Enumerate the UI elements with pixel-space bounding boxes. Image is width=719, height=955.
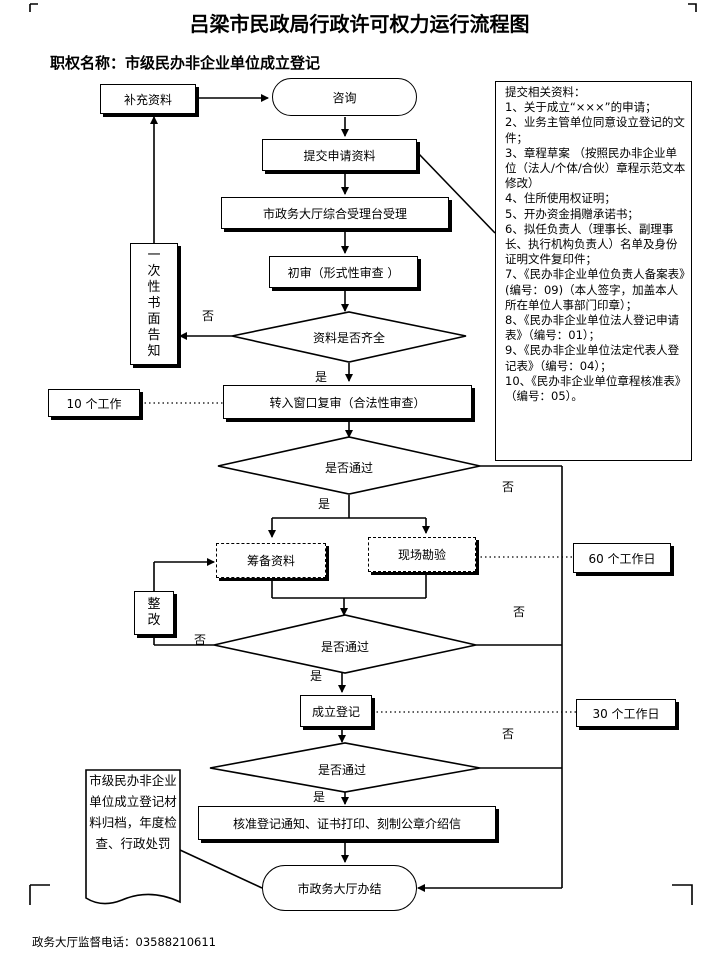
materials-list-item: 2、业务主管单位同意设立登记的文件； — [505, 115, 685, 145]
prep-materials-box: 筹备资料 — [216, 543, 326, 578]
materials-list-item: 7、《民办非企业单位负责人备案表》(编号：09)（本人签字，加盖本人所在单位人事… — [505, 267, 685, 312]
materials-list-item: 1、关于成立“×××”的申请； — [505, 100, 657, 115]
approval-box: 核准登记通知、证书打印、刻制公章介绍信 — [198, 806, 496, 840]
diamond-pass2 — [213, 614, 477, 674]
label-no-pass3: 否 — [502, 727, 515, 741]
pass3-label: 是否通过 — [317, 763, 366, 777]
submit-box: 提交申请资料 — [262, 139, 417, 171]
preliminary-box: 初审（形式性审查 ） — [269, 256, 418, 288]
consult-node: 咨询 — [272, 78, 417, 116]
label-yes-pass2: 是 — [310, 669, 323, 683]
archive-note-text: 市级民办非企业单位成立登记材料归档，年度检查、行政处罚 — [89, 773, 177, 851]
supplement-box: 补充资料 — [100, 84, 196, 114]
pass1-label: 是否通过 — [324, 461, 373, 475]
window-review-box: 转入窗口复审（合法性审查） — [223, 385, 472, 419]
corner-mark — [29, 884, 50, 905]
archive-note-shape — [85, 769, 181, 905]
diamond-pass1 — [217, 436, 481, 495]
corner-mark — [672, 884, 693, 905]
materials-list-item: 8、《民办非企业单位法人登记申请表》（编号：01）； — [505, 313, 680, 343]
label-no-materials: 否 — [202, 309, 215, 323]
materials-complete-label: 资料是否齐全 — [312, 331, 385, 345]
rectify-box: 整改 — [134, 591, 174, 635]
materials-list-box: 提交相关资料： 1、关于成立“×××”的申请； 2、业务主管单位同意设立登记的文… — [495, 81, 692, 461]
page-subtitle: 职权名称：市级民办非企业单位成立登记 — [50, 54, 321, 72]
label-no-pass2-right: 否 — [513, 605, 526, 619]
materials-list-item: 10、《民办非企业单位章程核准表》（编号：05）。 — [505, 373, 687, 404]
label-no-pass1: 否 — [502, 480, 515, 494]
label-no-pass2-left: 否 — [194, 633, 207, 647]
one-time-notice-box: 一次性书面告知 — [130, 243, 178, 365]
rectify-label: 整改 — [147, 597, 161, 628]
site-inspection-box: 现场勘验 — [368, 537, 476, 572]
label-yes-pass1: 是 — [318, 497, 331, 511]
pass2-label: 是否通过 — [320, 640, 369, 654]
diamond-pass3 — [209, 742, 481, 793]
materials-list-item: 3、章程草案 （按照民办非企业单位（法人/个体/合伙）章程示范文本修改） — [505, 145, 686, 191]
hall-done-node: 市政务大厅办结 — [262, 865, 417, 911]
duration-30-box: 30 个工作日 — [576, 699, 676, 727]
diamond-materials-complete — [231, 311, 467, 363]
corner-mark — [688, 3, 697, 12]
materials-list-item: 4、住所使用权证明； — [505, 191, 616, 206]
corner-mark — [29, 3, 38, 12]
page-title: 吕梁市民政局行政许可权力运行流程图 — [189, 12, 530, 36]
one-time-notice-label: 一次性书面告知 — [147, 248, 161, 359]
duration-10-box: 10 个工作 — [48, 389, 140, 417]
materials-list-item: 9、《民办非企业单位法定代表人登记表》（编号：04）； — [505, 343, 680, 373]
establish-register-box: 成立登记 — [300, 695, 372, 727]
label-yes-pass3: 是 — [313, 790, 326, 804]
materials-list-heading: 提交相关资料： — [505, 85, 586, 99]
materials-list-item: 5、开办资金捐赠承诺书； — [505, 206, 639, 221]
duration-60-box: 60 个工作日 — [573, 543, 671, 573]
footer-phone: 政务大厅监督电话：03588210611 — [32, 935, 216, 949]
materials-list-item: 6、拟任负责人（理事长、副理事长、执行机构负责人）名单及身份证明文件复印件； — [505, 221, 678, 267]
label-yes-materials: 是 — [315, 370, 328, 384]
hall-accept-box: 市政务大厅综合受理台受理 — [221, 197, 449, 229]
